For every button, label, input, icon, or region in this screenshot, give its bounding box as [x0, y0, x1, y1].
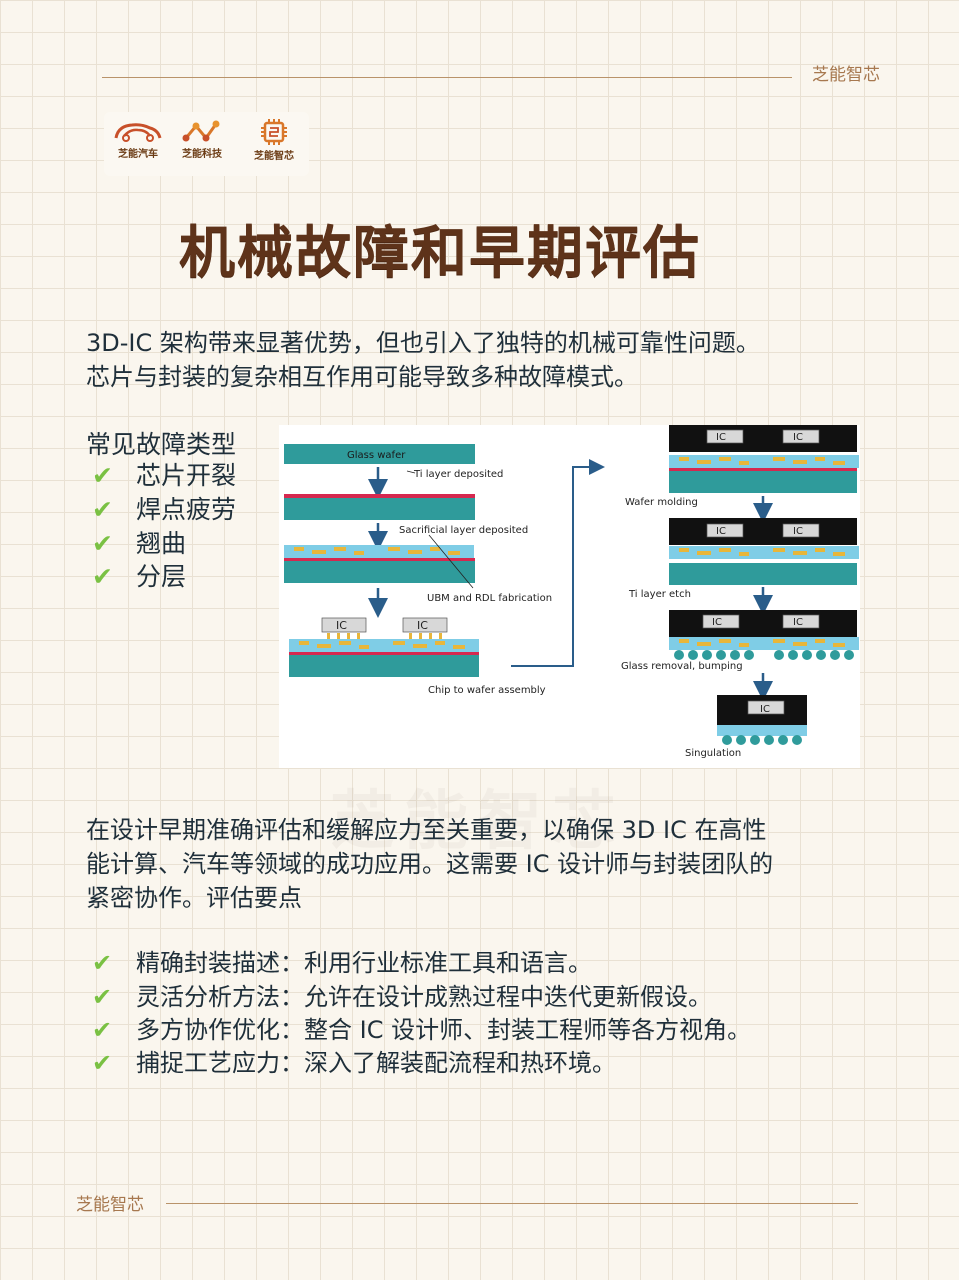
key-point-item: ✔ 灵活分析方法：允许在设计成熟过程中迭代更新假设。: [92, 981, 712, 1014]
process-flow-diagram: Glass wafer Ti layer deposited Sacrifici…: [279, 425, 860, 768]
step-wafer-molding: IC IC: [669, 425, 859, 493]
intro-line: 芯片与封装的复杂相互作用可能导致多种故障模式。: [86, 363, 638, 391]
check-icon: ✔: [92, 1016, 113, 1044]
car-logo-icon: [114, 123, 162, 142]
failure-type-label: 焊点疲劳: [136, 495, 237, 524]
step-ti-layer: [284, 494, 475, 520]
step-label: UBM and RDL fabrication: [427, 593, 552, 604]
logo-zhineng-auto: 芝能汽车: [106, 112, 170, 176]
key-point-item: ✔ 多方协作优化：整合 IC 设计师、封装工程师等各方视角。: [92, 1014, 751, 1047]
step-label: Singulation: [685, 748, 741, 759]
key-point-text: 精确封装描述：利用行业标准工具和语言。: [136, 949, 592, 977]
key-point-text: 灵活分析方法：允许在设计成熟过程中迭代更新假设。: [136, 983, 712, 1011]
failure-type-item: ✔ 焊点疲劳: [92, 493, 236, 526]
key-point-item: ✔ 捕捉工艺应力：深入了解装配流程和热环境。: [92, 1047, 616, 1080]
step-glass-removal: IC IC: [669, 610, 859, 660]
failure-type-label: 芯片开裂: [136, 461, 237, 490]
footer-brand: 芝能智芯: [76, 1195, 144, 1215]
svg-text:IC: IC: [417, 619, 428, 632]
page-title: 机械故障和早期评估: [179, 221, 701, 286]
assessment-line: 紧密协作。评估要点: [86, 884, 302, 912]
key-point-item: ✔ 精确封装描述：利用行业标准工具和语言。: [92, 947, 592, 980]
failure-type-label: 分层: [136, 562, 187, 591]
check-icon: ✔: [92, 949, 113, 977]
step-label: Sacrificial layer deposited: [399, 525, 528, 536]
check-icon: ✔: [92, 1049, 113, 1077]
check-icon: ✔: [92, 461, 113, 490]
chip-logo-icon: [261, 119, 287, 145]
step-label: Glass wafer: [347, 450, 406, 461]
step-singulation: IC: [717, 695, 807, 745]
svg-text:IC: IC: [793, 617, 803, 628]
svg-text:IC: IC: [760, 704, 770, 715]
assessment-line: 在设计早期准确评估和缓解应力至关重要，以确保 3D IC 在高性: [86, 816, 767, 844]
step-label: Wafer molding: [625, 497, 698, 508]
step-glass-wafer: Glass wafer: [284, 444, 475, 464]
network-logo-icon: [182, 120, 220, 142]
step-ti-etch: IC IC: [669, 518, 859, 585]
header-brand: 芝能智芯: [812, 65, 880, 85]
svg-text:IC: IC: [716, 526, 726, 537]
assessment-paragraph: 在设计早期准确评估和缓解应力至关重要，以确保 3D IC 在高性 能计算、汽车等…: [86, 813, 773, 915]
step-ubm-rdl: [284, 545, 475, 583]
step-label: Ti layer etch: [628, 589, 691, 600]
failure-type-item: ✔ 翘曲: [92, 527, 186, 560]
step-label: Ti layer deposited: [413, 469, 503, 480]
intro-line: 3D-IC 架构带来显著优势，但也引入了独特的机械可靠性问题。: [86, 329, 760, 357]
svg-text:IC: IC: [336, 619, 347, 632]
intro-paragraph: 3D-IC 架构带来显著优势，但也引入了独特的机械可靠性问题。 芯片与封装的复杂…: [86, 326, 760, 394]
step-label: Glass removal, bumping: [621, 661, 743, 672]
key-point-text: 多方协作优化：整合 IC 设计师、封装工程师等各方视角。: [136, 1016, 752, 1044]
footer-rule: [166, 1203, 858, 1204]
logo-label: 芝能汽车: [118, 149, 158, 160]
logo-zhineng-tech: 芝能科技: [170, 112, 234, 176]
key-point-text: 捕捉工艺应力：深入了解装配流程和热环境。: [136, 1049, 616, 1077]
svg-text:IC: IC: [716, 432, 726, 443]
svg-text:IC: IC: [793, 526, 803, 537]
failure-type-item: ✔ 分层: [92, 560, 186, 593]
failure-type-label: 翘曲: [136, 529, 187, 558]
watermark: 芝能智芯: [330, 785, 626, 859]
logo-label: 芝能智芯: [254, 151, 294, 162]
failure-type-item: ✔ 芯片开裂: [92, 459, 236, 492]
assessment-line: 能计算、汽车等领域的成功应用。这需要 IC 设计师与封装团队的: [86, 850, 774, 878]
logo-strip: 芝能汽车 芝能科技 芝能智芯: [104, 112, 309, 176]
svg-text:IC: IC: [793, 432, 803, 443]
logo-zhineng-chip: 芝能智芯: [242, 112, 306, 176]
logo-label: 芝能科技: [182, 149, 222, 160]
step-label: Chip to wafer assembly: [428, 685, 546, 696]
check-icon: ✔: [92, 983, 113, 1011]
step-chip-to-wafer: IC IC: [289, 617, 479, 677]
header-rule: [102, 77, 792, 78]
check-icon: ✔: [92, 562, 113, 591]
check-icon: ✔: [92, 495, 113, 524]
check-icon: ✔: [92, 529, 113, 558]
failure-types-title: 常见故障类型: [86, 430, 237, 459]
svg-text:IC: IC: [712, 617, 722, 628]
